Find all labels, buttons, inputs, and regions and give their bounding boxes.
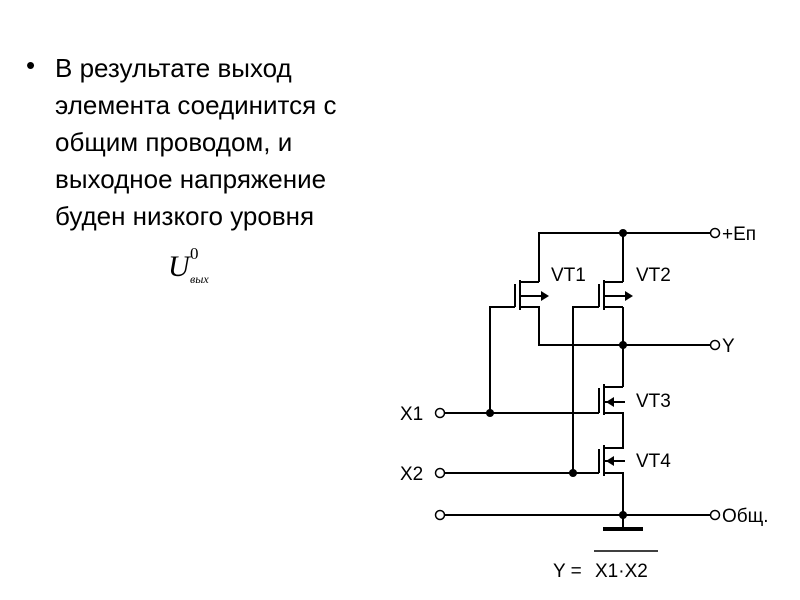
vt3-label: VT3	[636, 391, 671, 412]
ground-left-terminal	[434, 509, 446, 521]
equation-lhs: Y =	[553, 561, 582, 582]
junctions	[486, 229, 627, 519]
formula-superscript: 0	[190, 244, 199, 263]
text-line: В результате выход	[55, 53, 292, 83]
supply-label: +Еп	[722, 224, 756, 245]
vt4-label: VT4	[636, 451, 671, 472]
vt2-label: VT2	[636, 265, 671, 286]
ground-label: Общ.	[722, 506, 769, 527]
arrow-icon	[625, 291, 633, 301]
input-x1-label: X1	[400, 404, 423, 425]
formula-subscript: вых	[190, 272, 209, 286]
equation-rhs: X1·X2	[595, 561, 648, 582]
input-x2-label: X2	[400, 464, 423, 485]
arrow-icon	[606, 456, 614, 466]
arrows	[541, 291, 633, 466]
ground-terminal	[709, 509, 721, 521]
text-line: общим проводом, и	[55, 127, 293, 157]
text-line: буден низкого уровня	[55, 201, 315, 231]
formula-base: U	[168, 250, 190, 283]
supply-terminal	[709, 227, 721, 239]
arrow-icon	[606, 397, 614, 407]
terminals	[434, 227, 721, 521]
output-terminal	[709, 339, 721, 351]
text-line: выходное напряжение	[55, 164, 327, 194]
x1-terminal	[434, 407, 446, 419]
output-label: Y	[722, 336, 735, 357]
bullet-marker: •	[26, 50, 36, 80]
arrow-icon	[541, 291, 549, 301]
output-voltage-formula: U 0 вых	[168, 244, 209, 286]
x2-terminal	[434, 467, 446, 479]
text-line: элемента соединится с	[55, 90, 337, 120]
vt1-label: VT1	[551, 265, 586, 286]
bullet-text: В результате выход элемента соединится с…	[55, 50, 336, 235]
